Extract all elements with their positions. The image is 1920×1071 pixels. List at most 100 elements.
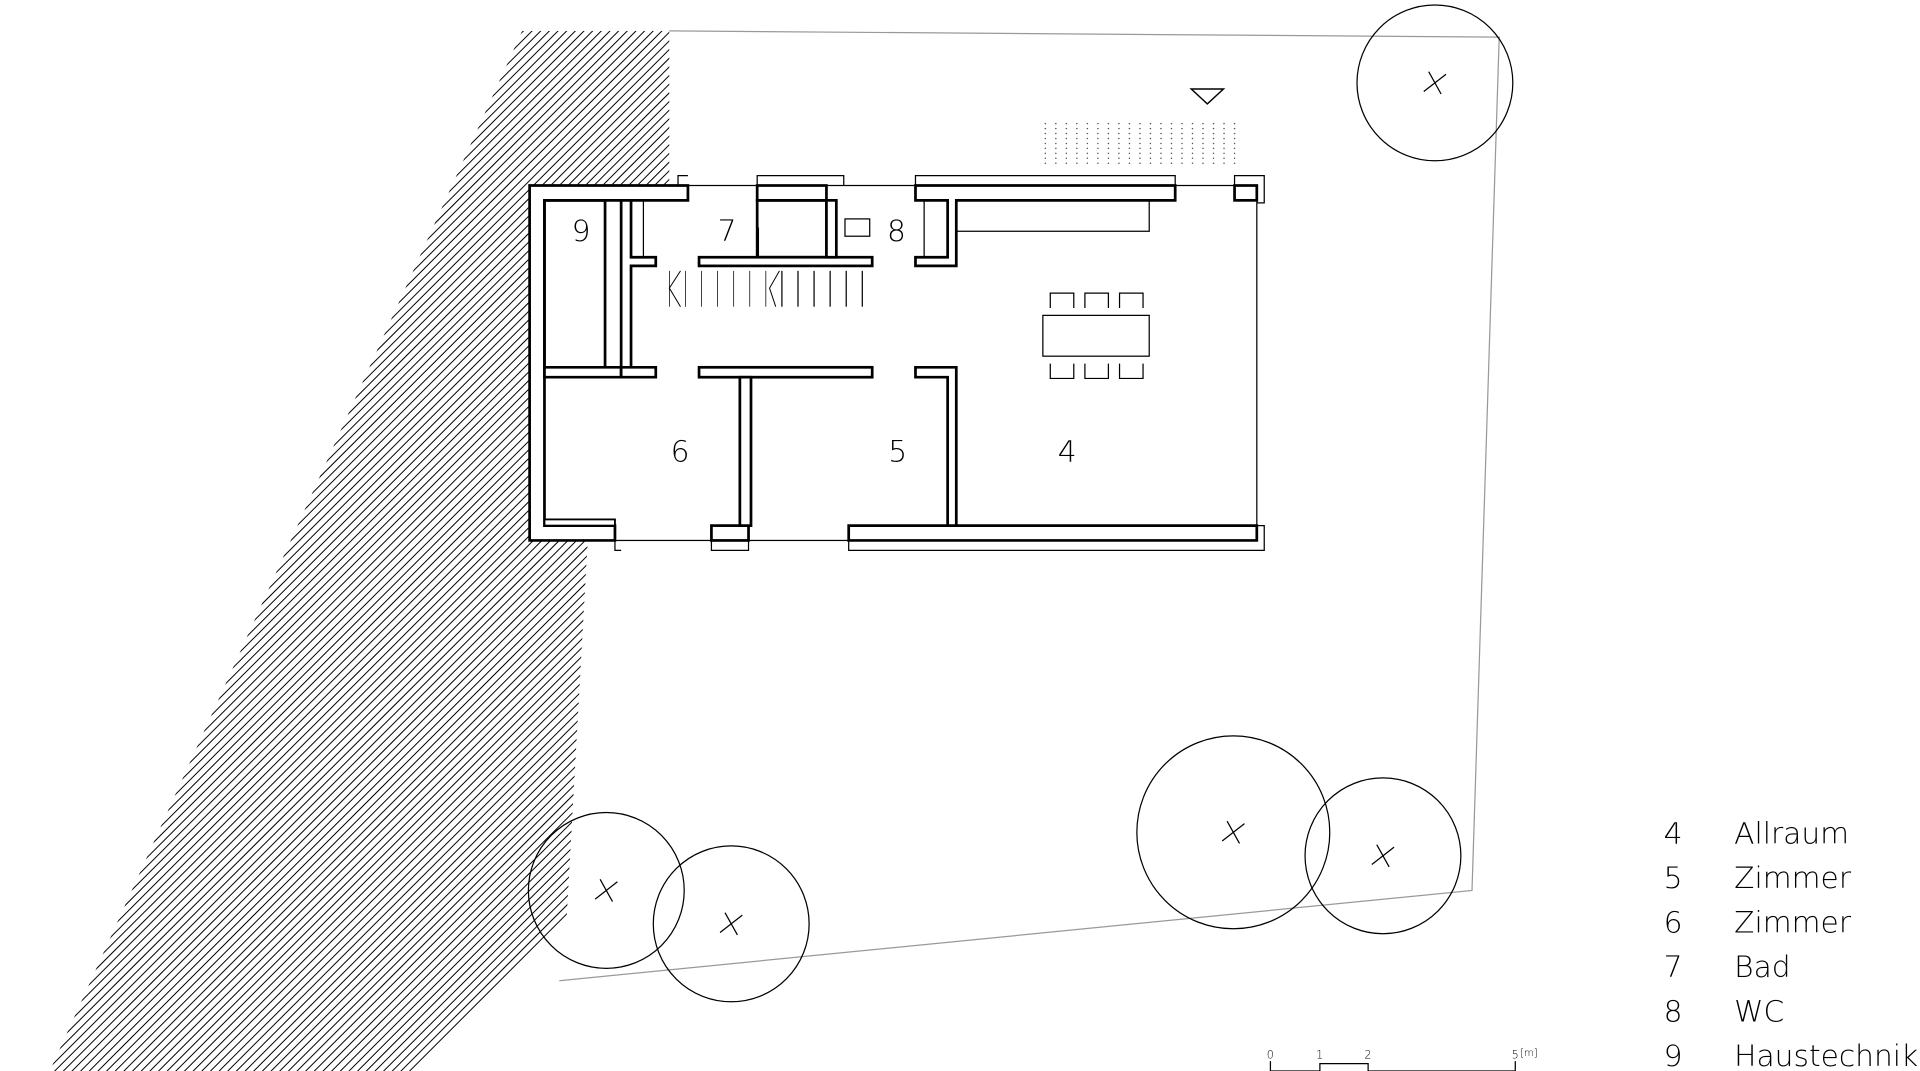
gravel-dot	[1212, 127, 1215, 130]
gravel-dot	[1044, 142, 1047, 145]
hatch-line	[358, 30, 670, 1071]
gravel-dot	[1044, 127, 1047, 130]
gravel-dot	[1044, 132, 1047, 135]
hatch-line	[159, 30, 670, 1071]
gravel-dot	[1223, 122, 1225, 125]
gravel-dot	[1076, 132, 1078, 135]
hatch-line	[49, 30, 226, 1071]
gravel-dot	[1097, 152, 1099, 155]
hatch-line	[49, 30, 443, 1071]
gravel-dot	[1076, 162, 1078, 164]
hatch-line	[116, 30, 670, 1071]
gravel-area	[1044, 122, 1236, 164]
gravel-dot	[1128, 147, 1131, 150]
gravel-dot	[1191, 152, 1194, 155]
gravel-dot	[1181, 142, 1183, 145]
site-boundary	[559, 30, 1500, 982]
chair	[1084, 292, 1110, 308]
gravel-dot	[1223, 152, 1225, 155]
gravel-dot	[1181, 157, 1183, 160]
tree-canopy	[1304, 777, 1462, 935]
hatch-line	[49, 30, 670, 1071]
gravel-dot	[1076, 122, 1078, 125]
gravel-dot	[1055, 142, 1057, 145]
staircase	[668, 270, 863, 307]
legend-name: WC	[1734, 994, 1784, 1029]
gravel-dot	[1202, 162, 1204, 164]
hatch-line	[49, 30, 391, 1071]
legend-name: Allraum	[1734, 815, 1849, 850]
gravel-dot	[1191, 157, 1194, 160]
tree-trunk-mark	[594, 879, 618, 902]
gravel-dot	[1128, 162, 1131, 164]
hatch-line	[49, 30, 278, 1071]
gravel-dot	[1223, 127, 1225, 130]
hatch-line	[49, 30, 270, 1071]
gravel-dot	[1223, 137, 1225, 140]
gravel-dot	[1233, 122, 1236, 125]
gravel-dot	[1160, 137, 1162, 140]
gravel-dot	[1170, 132, 1173, 135]
hatch-line	[49, 30, 616, 1071]
gravel-dot	[1223, 142, 1225, 145]
hatch-line	[246, 30, 670, 1071]
gravel-dot	[1107, 122, 1110, 125]
gravel-dot	[1202, 137, 1204, 140]
scale-label-1: 1	[1316, 1049, 1323, 1062]
gravel-dot	[1149, 122, 1152, 125]
gravel-dot	[1097, 142, 1099, 145]
hatch-line	[49, 30, 53, 1071]
gravel-dot	[1086, 142, 1089, 145]
gravel-dot	[1139, 132, 1141, 135]
gravel-dot	[1065, 157, 1068, 160]
hatch-line	[315, 30, 670, 1071]
hatch-line	[49, 30, 218, 1071]
gravel-dot	[1181, 122, 1183, 125]
gravel-dot	[1139, 122, 1141, 125]
gravel-dot	[1170, 152, 1173, 155]
gravel-dot	[1170, 142, 1173, 145]
gravel-dot	[1170, 122, 1173, 125]
gravel-dot	[1055, 152, 1057, 155]
hatch-line	[168, 30, 670, 1071]
hatch-line	[49, 30, 670, 1071]
gravel-dot	[1107, 127, 1110, 130]
hatch-line	[49, 30, 670, 1071]
chair	[1118, 363, 1144, 380]
hatch-line	[263, 30, 670, 1071]
hatch-line	[49, 30, 347, 1071]
hatch-line	[49, 30, 670, 1071]
legend-number: 4	[1664, 815, 1683, 850]
gravel-dot	[1044, 162, 1047, 164]
gravel-dot	[1191, 142, 1194, 145]
gravel-dot	[1128, 142, 1131, 145]
hatch-line	[49, 30, 321, 1071]
hatch-line	[237, 30, 670, 1071]
hatch-line	[185, 30, 670, 1071]
gravel-dot	[1086, 152, 1089, 155]
hatch-line	[49, 30, 157, 1071]
chairs	[1049, 292, 1144, 380]
gravel-dot	[1181, 162, 1183, 164]
hatch-line	[49, 30, 670, 1071]
room-number-8: 8	[887, 213, 906, 248]
hatch-line	[49, 30, 670, 1071]
hatch-line	[49, 30, 373, 1071]
gravel-dot	[1044, 157, 1047, 160]
gravel-dot	[1160, 127, 1162, 130]
gravel-dot	[1233, 132, 1236, 135]
gravel-dot	[1233, 152, 1236, 155]
gravel-dot	[1212, 152, 1215, 155]
hatch-line	[49, 30, 670, 1071]
hatch-line	[49, 30, 670, 1071]
hatch-line	[49, 30, 235, 1071]
room-number-4: 4	[1058, 433, 1077, 468]
hatch-line	[220, 30, 670, 1071]
gravel-dot	[1086, 157, 1089, 160]
gravel-dot	[1128, 127, 1131, 130]
hatch-line	[49, 30, 598, 1071]
gravel-dot	[1160, 132, 1162, 135]
hatch-line	[49, 30, 670, 1071]
gravel-dot	[1065, 137, 1068, 140]
hatch-line	[0, 0, 26, 1071]
